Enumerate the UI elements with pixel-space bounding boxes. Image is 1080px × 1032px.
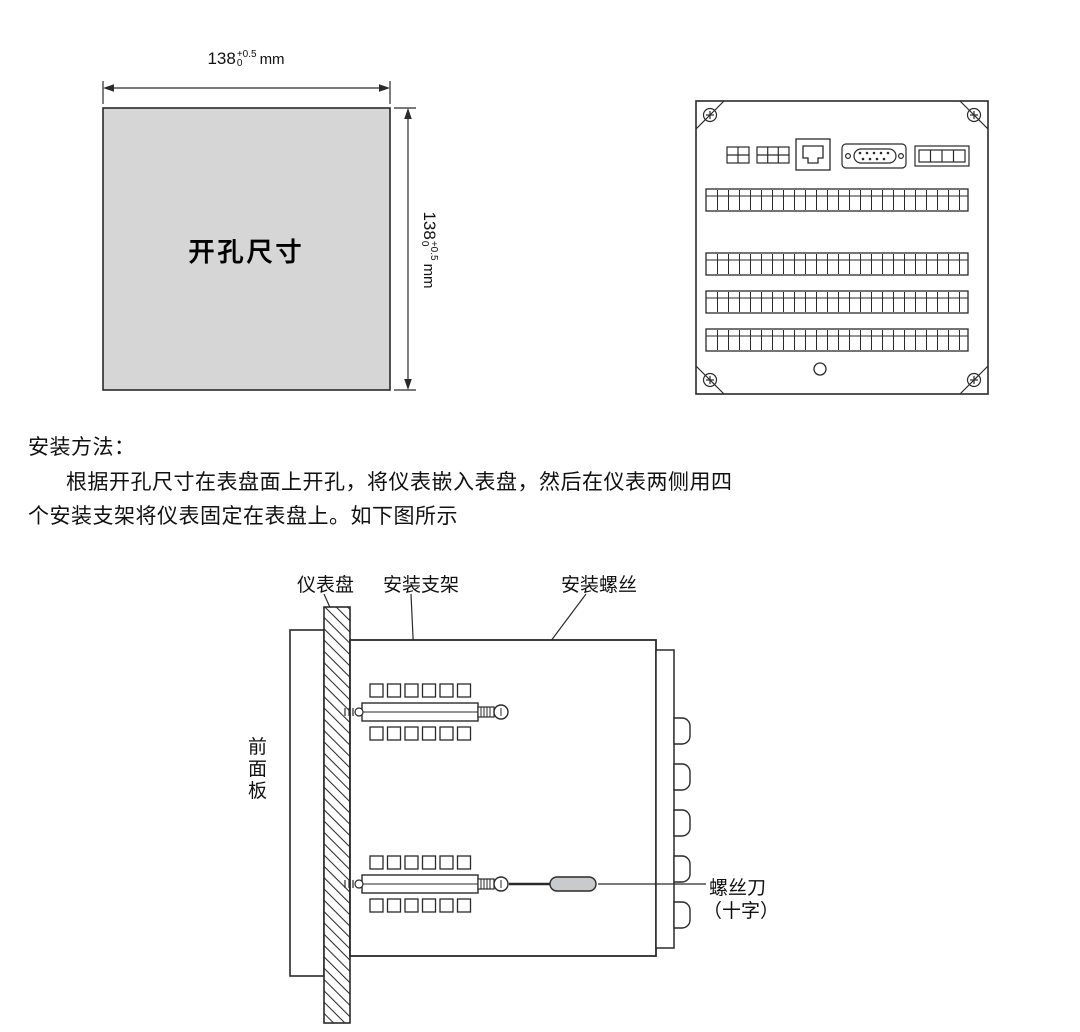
terminal-block-2pin <box>726 146 750 164</box>
arrowhead-top <box>404 108 412 119</box>
hook-tabs <box>673 717 691 929</box>
dimension-tolerance: +0.5 0 <box>236 49 257 69</box>
screwdriver-handle <box>549 876 597 892</box>
mounting-bracket-label: 安装支架 <box>383 575 460 596</box>
rear-panel-hole <box>813 362 827 376</box>
rear-panel-diagram <box>695 100 989 395</box>
terminal-strip <box>705 290 969 314</box>
terminal-strip <box>705 252 969 276</box>
section-title: 安装方法： <box>28 435 136 459</box>
hook-tab <box>673 809 691 837</box>
front-panel-label: 前面板 <box>247 737 267 802</box>
panel-wall-hatched <box>323 606 351 1024</box>
tolerance-upper: +0.5 <box>236 49 257 60</box>
arrowhead-bottom <box>404 379 412 390</box>
height-dimension-arrow <box>394 107 416 391</box>
install-side-view <box>289 593 706 1024</box>
screwdriver-shape <box>509 876 706 892</box>
cutout-diagram <box>102 81 416 391</box>
tolerance-upper: +0.5 <box>428 240 439 261</box>
hook-tab <box>673 717 691 745</box>
db9-pins <box>858 151 890 161</box>
mounting-screw-label: 安装螺丝 <box>561 575 638 596</box>
dimension-tolerance: +0.5 0 <box>419 240 439 261</box>
tolerance-lower: 0 <box>419 240 430 247</box>
dimension-value: 138 <box>420 211 439 240</box>
dimension-unit: mm <box>259 50 285 68</box>
rj45-port <box>795 138 831 171</box>
power-terminal <box>914 145 970 167</box>
dimension-unit: mm <box>420 263 438 289</box>
cutout-height-dimension-label: 138 +0.5 0 mm <box>417 175 441 325</box>
hook-tab <box>673 763 691 791</box>
panel-plate-label: 仪表盘 <box>297 575 355 596</box>
cutout-area-label: 开孔尺寸 <box>188 238 305 267</box>
rear-cap <box>655 649 675 949</box>
tolerance-lower: 0 <box>236 58 243 69</box>
instruction-line-2: 个安装支架将仪表固定在表盘上。如下图所示 <box>28 504 458 528</box>
terminal-strip <box>705 188 969 212</box>
instruction-line-1: 根据开孔尺寸在表盘面上开孔，将仪表嵌入表盘，然后在仪表两侧用四 <box>66 470 733 494</box>
front-panel-shape <box>289 629 325 977</box>
screwdriver-label-line2: （十字） <box>703 901 780 922</box>
arrowhead-right <box>379 84 390 92</box>
screwdriver-label-line1: 螺丝刀 <box>709 878 767 899</box>
terminal-strip <box>705 328 969 352</box>
hook-tab <box>673 855 691 883</box>
arrowhead-left <box>103 84 114 92</box>
dimension-value: 138 <box>207 49 236 68</box>
terminal-block-3pin <box>756 146 790 164</box>
width-dimension-arrow <box>102 81 391 104</box>
cutout-width-dimension-label: 138 +0.5 0 mm <box>171 47 321 71</box>
cutout-square <box>102 107 391 391</box>
db9-connector <box>841 143 907 169</box>
hook-tab <box>673 901 691 929</box>
